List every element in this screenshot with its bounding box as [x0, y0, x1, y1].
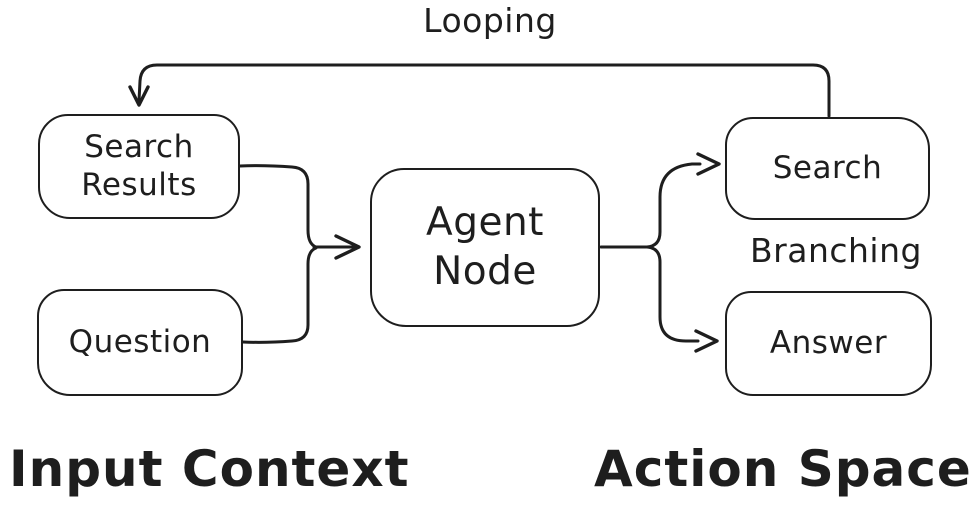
- node-search-results-label-line2: Results: [81, 166, 197, 203]
- edge-question-to-agent-path: [241, 246, 318, 344]
- node-question: Question: [37, 289, 243, 396]
- node-answer-label: Answer: [769, 324, 888, 361]
- node-answer: Answer: [725, 291, 932, 396]
- looping-label: Looping: [423, 1, 557, 40]
- input-context-title: Input Context: [9, 440, 410, 498]
- node-search-results-label-line1: Search: [84, 129, 194, 166]
- edge-loop-path: [137, 63, 831, 118]
- branching-label: Branching: [750, 231, 922, 270]
- edge-answer-arrowhead-icon: [694, 329, 719, 353]
- edge-search-arrowhead-icon: [696, 152, 721, 176]
- edge-agent-to-answer-path: [645, 245, 700, 343]
- node-agent: Agent Node: [370, 168, 600, 327]
- node-agent-label-line2: Node: [433, 248, 537, 294]
- action-space-title: Action Space: [594, 440, 972, 498]
- node-question-label: Question: [68, 323, 212, 360]
- node-search-results: Search Results: [38, 114, 240, 219]
- node-search: Search: [725, 117, 930, 220]
- edge-loop-arrowhead-icon: [128, 85, 150, 107]
- edge-agent-to-search-path: [645, 162, 702, 249]
- node-search-label: Search: [772, 149, 883, 186]
- node-agent-label-line1: Agent: [426, 199, 544, 245]
- edge-merge-arrowhead-icon: [334, 234, 361, 260]
- edge-search-results-to-agent-path: [238, 164, 318, 249]
